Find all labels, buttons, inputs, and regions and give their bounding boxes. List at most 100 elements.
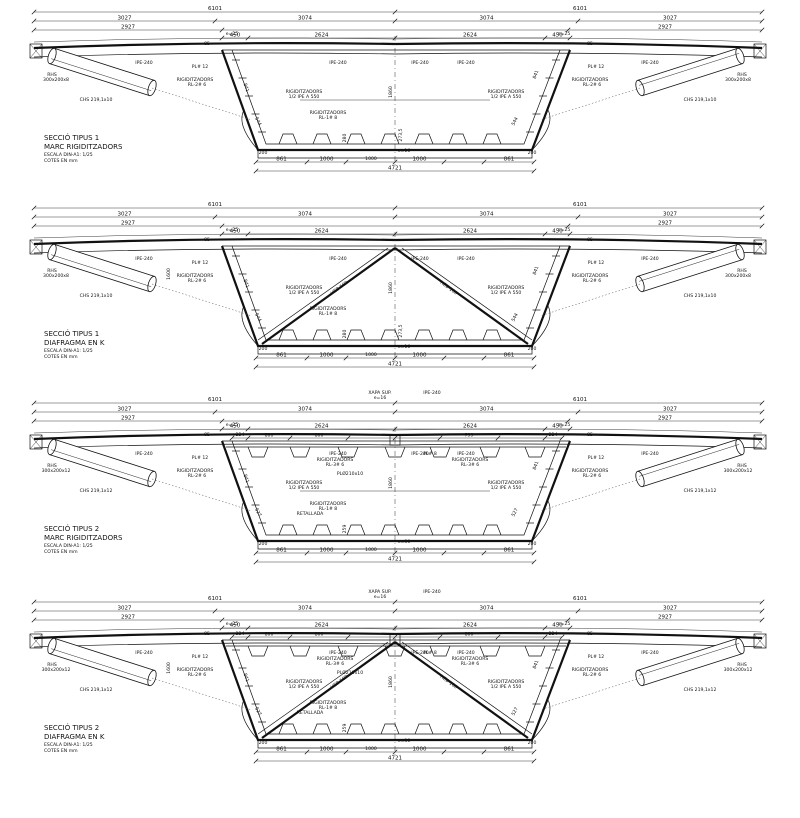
dim-tick	[575, 214, 581, 220]
web-kink-left	[241, 109, 259, 151]
strut-axis-right	[539, 283, 641, 317]
dim-6101-right: 6101	[573, 6, 587, 12]
dim-tick	[345, 435, 351, 441]
dimension-value: 3027	[118, 605, 132, 611]
dimension-value: 1000	[320, 746, 334, 752]
bottom-rib-stiffener	[448, 329, 468, 341]
k-diagonal-left-edge	[257, 247, 389, 341]
label-rig-center-left-2: 1/2 IPE A 550	[289, 684, 320, 690]
dimension-value: 861	[504, 746, 515, 752]
chs-tube-shade	[639, 53, 740, 86]
dim-tick	[565, 617, 571, 623]
bottom-flange-plate	[257, 346, 533, 355]
label-rig-center-right-2: 1/2 IPE A 550	[491, 485, 522, 491]
dim-6101-left: 6101	[208, 202, 222, 208]
deck-trough-stiffener	[337, 645, 359, 657]
bottom-rib-stiffener	[380, 329, 400, 341]
dim-85-right: 85	[587, 631, 593, 637]
dimension-value: 861	[276, 746, 287, 752]
dim-tick	[253, 559, 259, 565]
rhs-end-left-x	[29, 633, 43, 649]
label-rig-web-right-2: RL-2# 6	[583, 82, 602, 88]
bottom-rib-stiffener	[346, 133, 366, 145]
caption-subtitle: DIAFRAGMA EN K	[44, 339, 105, 347]
dim-tick	[481, 550, 487, 556]
dim-tick	[531, 355, 537, 361]
top-chord-left	[33, 433, 396, 441]
label-ipe-240-mid-right2: IPE-240	[457, 256, 475, 262]
dim-tick	[481, 159, 487, 165]
caption-units: COTES EN mm	[44, 549, 78, 555]
dim-web-bottom-right: 544	[510, 116, 519, 127]
dimension-value: 3074	[480, 211, 494, 217]
label-xapa-e: e=16	[374, 594, 387, 600]
dim-tick	[759, 18, 765, 24]
chs-strut	[635, 637, 745, 687]
label-retallada: RETALLADA	[297, 511, 325, 517]
k-diagonal-left	[261, 247, 396, 345]
bottom-rib-stiffener	[278, 524, 298, 536]
dim-tick	[31, 617, 37, 623]
label-e-top-left: e=25	[226, 31, 239, 37]
label-rhs-left-2: 300x200x12	[42, 468, 71, 474]
rhs-end-right-x	[753, 239, 767, 255]
dim-bottom-h2: 259	[342, 724, 348, 733]
label-e-top-right: e=25	[558, 621, 571, 627]
dim-tick	[392, 9, 398, 15]
dim-tick	[345, 634, 351, 640]
dim-height: 1860	[388, 86, 394, 98]
k-diagonal-right	[394, 641, 529, 739]
rhs-end-right	[753, 633, 767, 649]
label-chs-right: CHS 219,1x10	[684, 293, 717, 299]
caption-title: SECCIÓ TIPUS 2	[44, 524, 99, 533]
dim-tick	[304, 159, 310, 165]
dim-tick	[565, 223, 571, 229]
top-chord-left	[33, 42, 396, 50]
web-kink-left	[241, 500, 259, 542]
bottom-rib-stiffener	[414, 329, 434, 341]
label-rig-deck-right-2: RL-3# 6	[461, 462, 480, 468]
dimension-value: 2927	[658, 415, 672, 421]
deck-surface-left	[33, 627, 396, 633]
dim-tick	[759, 617, 765, 623]
dim-tick	[759, 205, 765, 211]
label-rig-center-right-2: 1/2 IPE A 550	[491, 290, 522, 296]
label-rig-web-left: RIGIDITZADORS	[177, 667, 214, 673]
top-chord-left-lower	[33, 642, 396, 648]
top-chord-right-lower	[394, 52, 763, 58]
label-e-top-left: e=25	[226, 621, 239, 627]
label-e-bottom: e=16	[398, 148, 411, 154]
dim-200-left: 200	[259, 740, 268, 746]
dim-tick	[392, 409, 398, 415]
bottom-rib-stiffener	[312, 133, 332, 145]
dim-tick	[212, 214, 218, 220]
dim-tick	[253, 159, 259, 165]
dim-tick	[212, 409, 218, 415]
dim-tick	[31, 18, 37, 24]
deck-trough-stiffener	[479, 645, 501, 657]
dim-web-top-left: 841	[242, 474, 251, 484]
dimension-value: 861	[276, 156, 287, 162]
chs-tube-body	[637, 47, 743, 97]
caption-subtitle: MARC RIGIDITZADORS	[44, 534, 123, 542]
label-rig-web-right: RIGIDITZADORS	[572, 77, 609, 83]
dim-tick	[575, 409, 581, 415]
strut-axis-right	[539, 87, 641, 121]
dimension-value: 1000	[413, 547, 427, 553]
dim-6101-left: 6101	[208, 397, 222, 403]
label-chs-right: CHS 219,1x12	[684, 687, 717, 693]
deck-trough-stiffener	[429, 446, 451, 458]
top-chord-left-lower	[33, 248, 396, 254]
rhs-end-left	[29, 434, 43, 450]
dim-tick	[437, 435, 443, 441]
bottom-rib-stiffener	[482, 133, 502, 145]
dim-web-top-right: 841	[532, 265, 541, 275]
dimension-value: 2927	[121, 24, 135, 30]
label-rig-center-left-2: 1/2 IPE A 550	[289, 290, 320, 296]
dim-tick	[392, 599, 398, 605]
label-rig-center-right: RIGIDITZADORS	[488, 285, 525, 291]
dim-tick	[392, 355, 398, 361]
dim-tick	[759, 409, 765, 415]
rhs-end-right-x	[753, 43, 767, 59]
